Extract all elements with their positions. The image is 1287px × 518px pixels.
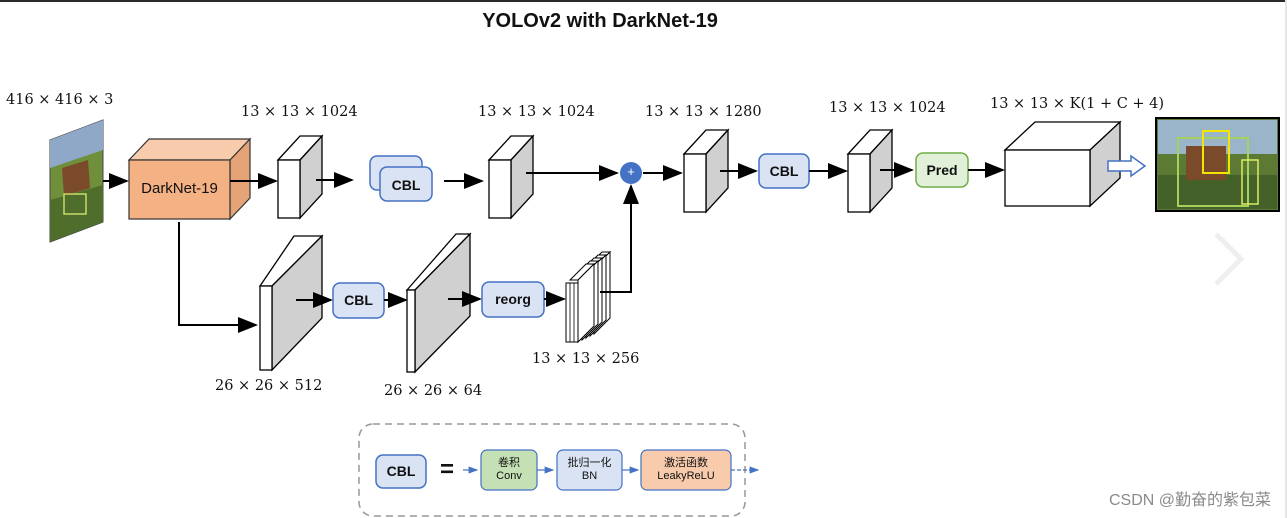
output-tensor: [1003, 120, 1122, 208]
darknet-block: [127, 137, 252, 221]
legend-cbl-label: CBL: [386, 463, 416, 479]
tensor-13x13x1280: [682, 128, 730, 214]
legend-bn-cn: 批归一化: [567, 457, 612, 469]
tensor-13x13x1024-a: [276, 134, 324, 220]
window-top-border: [0, 0, 1287, 2]
cbl-label-bottom: CBL: [344, 292, 373, 308]
tensor-26x26x512: [258, 234, 324, 372]
input-image: [49, 119, 104, 243]
legend-act-en: LeakyReLU: [657, 470, 715, 482]
arrow-stack-concat: [600, 184, 639, 293]
dim-label-7: 26 × 26 × 64: [384, 383, 483, 399]
legend-bn-en: BN: [581, 470, 598, 482]
output-image: [1155, 117, 1280, 212]
cbl-label-right: CBL: [769, 163, 799, 179]
tensor-13x13x256: [565, 250, 612, 344]
dim-label-4: 13 × 13 × 1024: [829, 100, 946, 116]
legend-cbl-box: [375, 454, 427, 489]
pred-label: Pred: [926, 162, 958, 178]
chevron-right-icon[interactable]: [1214, 232, 1245, 286]
dim-label-3: 13 × 13 × 1280: [645, 104, 762, 120]
dim-label-8: 13 × 13 × 256: [532, 351, 640, 367]
dim-label-1: 13 × 13 × 1024: [241, 104, 358, 120]
dim-label-5: 13 × 13 × K(1 + C + 4): [990, 96, 1165, 112]
reorg-label: reorg: [495, 291, 531, 307]
darknet-label: DarkNet-19: [141, 180, 218, 197]
legend-bn-text: 批归一化 BN: [557, 457, 622, 483]
tensor-13x13x1024-c: [846, 128, 894, 214]
dim-input: 416 × 416 × 3: [6, 92, 114, 108]
legend-act-text: 激活函数 LeakyReLU: [641, 457, 731, 483]
legend-act-cn: 激活函数: [664, 457, 708, 469]
legend-conv-cn: 卷积: [498, 457, 520, 469]
dim-label-2: 13 × 13 × 1024: [478, 104, 595, 120]
concat-node: [620, 162, 642, 184]
tensor-26x26x64: [405, 232, 472, 374]
hollow-arrow: [1107, 154, 1147, 178]
tensor-13x13x1024-b: [487, 134, 535, 220]
dim-label-6: 26 × 26 × 512: [215, 378, 323, 394]
concat-label: +: [627, 164, 635, 179]
arrow-passthrough-down: [178, 222, 258, 333]
csdn-watermark: CSDN @勤奋的紫包菜: [1108, 492, 1271, 509]
legend-conv-text: 卷积 Conv: [481, 457, 537, 483]
legend-conv-en: Conv: [496, 470, 522, 482]
legend-equals: =: [439, 456, 454, 483]
cbl-label-top: CBL: [391, 177, 421, 193]
diagram-title: YOLOv2 with DarkNet-19: [482, 10, 718, 32]
cbl-block-top: [369, 155, 433, 202]
window-right-border: [1285, 0, 1287, 518]
